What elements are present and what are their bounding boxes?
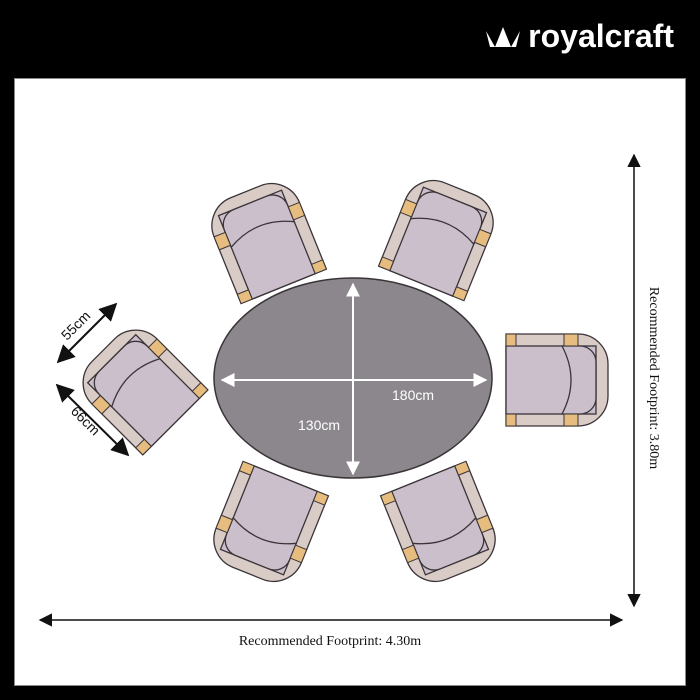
chair-top-right [377, 170, 503, 302]
brand-logo: royalcraft [486, 18, 674, 55]
chair-width-label: 55cm [58, 308, 94, 344]
brand-name: royalcraft [528, 18, 674, 54]
chair-depth-arrow [55, 383, 130, 457]
chair-width-arrow [56, 302, 118, 364]
footprint-width-label: Recommended Footprint: 4.30m [239, 634, 421, 649]
table-width-label: 130cm [298, 417, 340, 433]
table-length-label: 180cm [392, 387, 434, 403]
crown-icon [486, 26, 521, 47]
footprint-depth-label: Recommended Footprint: 3.80m [646, 287, 661, 469]
chair-bottom-right [379, 460, 505, 592]
chair-right [505, 333, 609, 427]
header-bar: royalcraft [0, 0, 700, 78]
chair-bottom-left [204, 460, 330, 592]
